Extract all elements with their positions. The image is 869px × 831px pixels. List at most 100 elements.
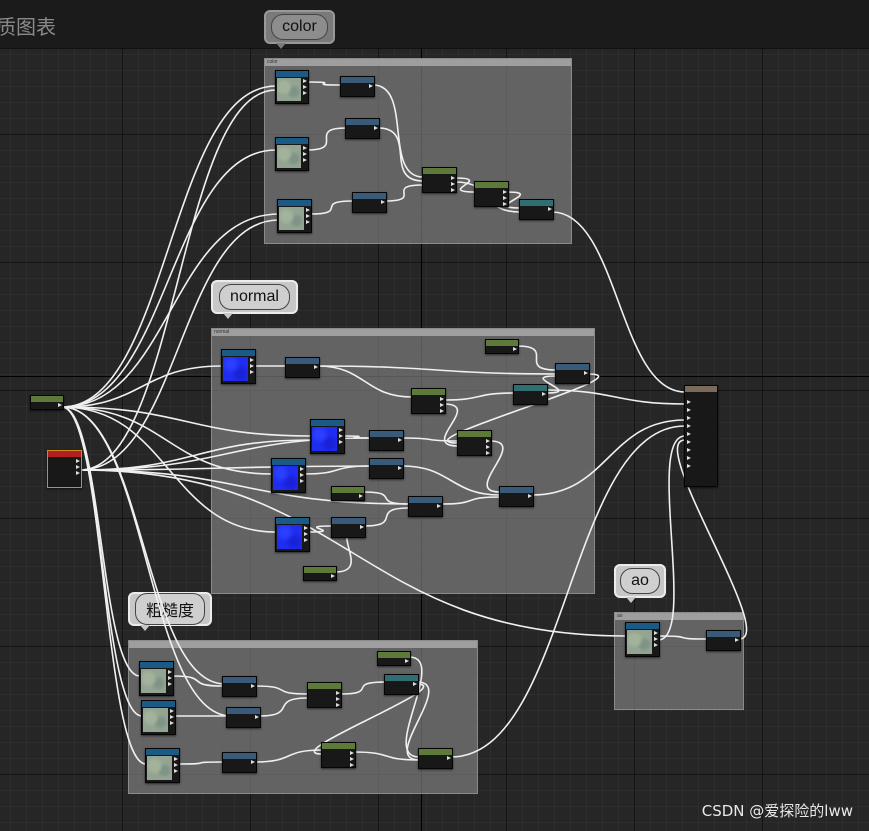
math-node[interactable] (285, 357, 320, 378)
pin-icon[interactable] (170, 715, 174, 719)
param-node[interactable] (331, 486, 365, 501)
connection-wire[interactable] (353, 751, 420, 761)
pin-icon[interactable] (359, 494, 363, 498)
node-header[interactable] (423, 168, 456, 174)
pin-icon[interactable] (339, 428, 343, 432)
pin-icon[interactable] (503, 190, 507, 194)
pin-icon[interactable] (654, 643, 658, 647)
pin-icon[interactable] (303, 158, 307, 162)
pin-icon[interactable] (339, 440, 343, 444)
texture-sample-node[interactable] (275, 70, 309, 104)
connection-wire[interactable] (657, 635, 708, 640)
math-node[interactable] (222, 752, 257, 773)
node-header[interactable] (286, 358, 319, 364)
connection-wire[interactable] (676, 439, 748, 640)
pin-icon[interactable] (405, 659, 409, 663)
pin-icon[interactable] (168, 670, 172, 674)
pin-icon[interactable] (58, 403, 62, 407)
pin-icon[interactable] (451, 188, 455, 192)
pin-icon[interactable] (170, 709, 174, 713)
pin-icon[interactable] (513, 347, 517, 351)
lerp-node[interactable] (422, 167, 457, 193)
connection-wire[interactable] (545, 389, 686, 405)
node-header[interactable] (276, 138, 308, 144)
pin-icon[interactable] (398, 466, 402, 470)
texture-sample-node[interactable] (271, 458, 306, 493)
math-node[interactable] (222, 676, 257, 697)
node-header[interactable] (308, 683, 341, 689)
texture-sample-node[interactable] (310, 419, 345, 454)
pin-icon[interactable] (687, 456, 691, 460)
node-header[interactable] (385, 675, 418, 681)
pin-icon[interactable] (687, 408, 691, 412)
connection-wire[interactable] (372, 84, 424, 178)
pin-icon[interactable] (360, 525, 364, 529)
pin-icon[interactable] (687, 400, 691, 404)
math-node[interactable] (499, 486, 534, 507)
lerp-node[interactable] (321, 742, 356, 768)
pin-icon[interactable] (336, 691, 340, 695)
node-header[interactable] (412, 389, 445, 395)
texture-sample-node[interactable] (277, 199, 312, 233)
comment-header[interactable]: normal (212, 329, 594, 336)
connection-wire[interactable] (401, 437, 459, 442)
pin-icon[interactable] (350, 751, 354, 755)
pin-icon[interactable] (440, 397, 444, 401)
lerp-node[interactable] (457, 430, 492, 456)
pin-icon[interactable] (735, 638, 739, 642)
connection-wire[interactable] (306, 81, 342, 86)
node-header[interactable] (370, 431, 403, 437)
connection-wire[interactable] (61, 406, 226, 685)
texture-sample-node[interactable] (275, 517, 310, 552)
node-header[interactable] (272, 459, 305, 465)
connection-wire[interactable] (307, 525, 333, 533)
comment-header[interactable]: color (265, 59, 571, 66)
node-header[interactable] (223, 677, 256, 683)
comment-header[interactable] (129, 641, 477, 648)
connection-wire[interactable] (317, 365, 557, 375)
node-header[interactable] (140, 662, 173, 668)
selected-node[interactable] (47, 450, 82, 488)
math-node[interactable] (226, 707, 261, 728)
pin-icon[interactable] (250, 370, 254, 374)
connection-wire[interactable] (405, 656, 423, 758)
node-header[interactable] (48, 451, 81, 457)
pin-icon[interactable] (339, 434, 343, 438)
pin-icon[interactable] (76, 471, 80, 475)
pin-icon[interactable] (336, 697, 340, 701)
connection-wire[interactable] (313, 683, 425, 755)
pin-icon[interactable] (548, 207, 552, 211)
pin-icon[interactable] (304, 526, 308, 530)
pin-icon[interactable] (687, 416, 691, 420)
pin-icon[interactable] (440, 403, 444, 407)
pin-icon[interactable] (174, 757, 178, 761)
connection-wire[interactable] (61, 85, 277, 408)
connection-wire[interactable] (177, 761, 224, 765)
node-header[interactable] (304, 567, 336, 573)
material-output-node[interactable] (684, 385, 718, 487)
pin-icon[interactable] (168, 682, 172, 686)
texture-sample-node[interactable] (625, 622, 660, 657)
pin-icon[interactable] (76, 465, 80, 469)
connection-wire[interactable] (384, 184, 424, 202)
pin-icon[interactable] (314, 365, 318, 369)
pin-icon[interactable] (503, 196, 507, 200)
node-header[interactable] (322, 743, 355, 749)
lerp-node[interactable] (418, 748, 453, 769)
comment-bubble-color[interactable]: color (264, 10, 335, 49)
connection-wire[interactable] (61, 365, 223, 408)
connection-wire[interactable] (309, 200, 354, 215)
pin-icon[interactable] (300, 467, 304, 471)
connection-wire[interactable] (454, 177, 476, 193)
pin-icon[interactable] (303, 85, 307, 89)
pin-icon[interactable] (304, 538, 308, 542)
math-node[interactable] (352, 192, 387, 213)
pin-icon[interactable] (350, 763, 354, 767)
pin-icon[interactable] (486, 439, 490, 443)
pin-icon[interactable] (300, 473, 304, 477)
node-header[interactable] (223, 753, 256, 759)
connection-wire[interactable] (258, 697, 309, 717)
pin-icon[interactable] (451, 176, 455, 180)
pin-icon[interactable] (440, 409, 444, 413)
pin-icon[interactable] (336, 703, 340, 707)
